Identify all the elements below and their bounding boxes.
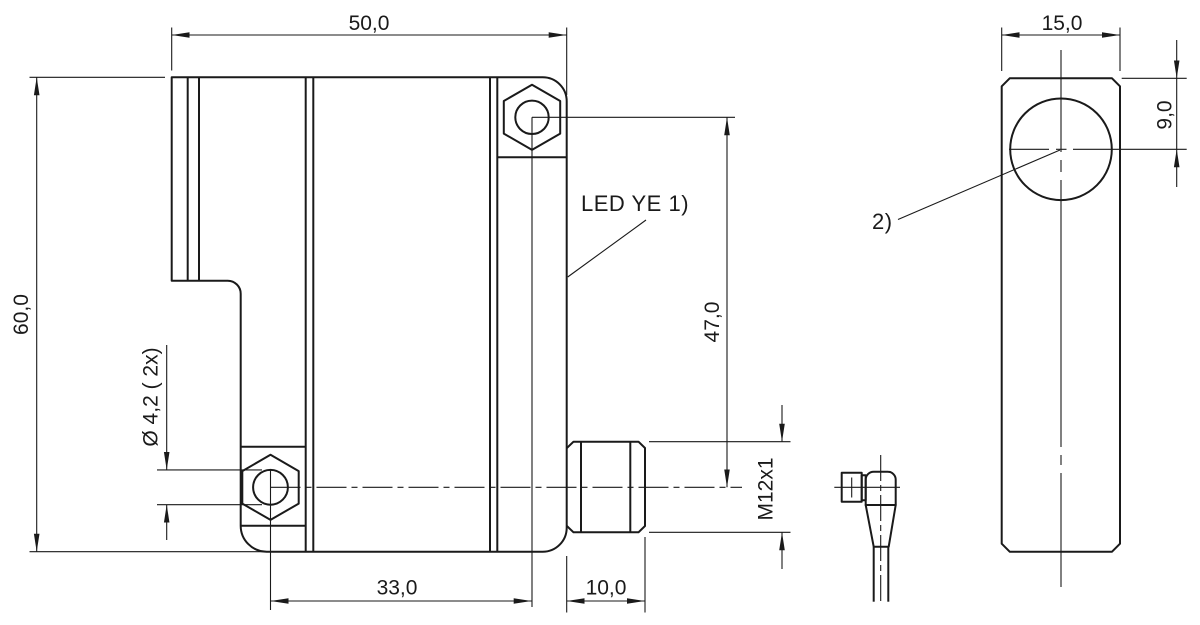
side-body-outline bbox=[1000, 77, 1121, 553]
connector-body bbox=[864, 470, 897, 506]
dim-front-width-label: 50,0 bbox=[349, 12, 390, 35]
front-centerlines bbox=[269, 116, 742, 610]
front-body-outline bbox=[170, 76, 568, 553]
ref2-leader-line bbox=[897, 149, 1061, 221]
side-view bbox=[1000, 50, 1187, 587]
dim-led-height: 47,0 bbox=[701, 117, 730, 488]
dim-hole-spacing-label: 33,0 bbox=[377, 577, 418, 600]
ref2-label: 2) bbox=[872, 209, 893, 234]
dim-mounting-holes: Ø 4,2 ( 2x) bbox=[140, 345, 262, 540]
front-face-lines bbox=[186, 77, 567, 552]
dim-thread-length: 10,0 bbox=[566, 537, 646, 613]
ref2-note: 2) bbox=[872, 149, 1061, 234]
dim-optic-offset-label: 9,0 bbox=[1154, 100, 1177, 129]
dim-front-height: 60,0 bbox=[10, 76, 267, 553]
dim-side-width-label: 15,0 bbox=[1042, 12, 1083, 35]
dim-side-width: 15,0 bbox=[1001, 12, 1121, 71]
dim-optic-offset: 9,0 bbox=[1121, 40, 1187, 187]
led-note-label: LED YE 1) bbox=[581, 191, 689, 216]
dim-thread-length-label: 10,0 bbox=[586, 577, 627, 600]
front-view bbox=[170, 76, 742, 610]
dim-hole-spacing: 33,0 bbox=[270, 577, 532, 604]
dim-front-width: 50,0 bbox=[171, 12, 568, 95]
dim-led-height-label: 47,0 bbox=[701, 302, 724, 343]
side-centerlines bbox=[1009, 50, 1187, 587]
dim-thread-spec-label: M12x1 bbox=[755, 457, 778, 520]
dim-thread-spec: M12x1 bbox=[649, 405, 791, 569]
led-leader-line bbox=[567, 219, 647, 278]
cable-connector-sketch bbox=[834, 455, 900, 605]
led-note: LED YE 1) bbox=[567, 191, 689, 278]
dim-mounting-holes-label: Ø 4,2 ( 2x) bbox=[140, 347, 163, 446]
dim-front-height-label: 60,0 bbox=[10, 294, 33, 335]
